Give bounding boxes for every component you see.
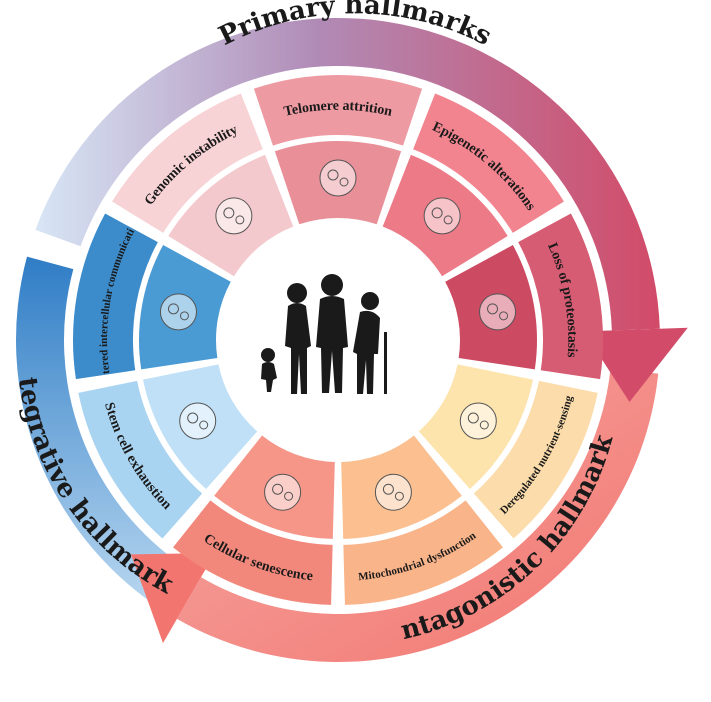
dna-icon: [215, 197, 253, 235]
cell-communication-icon: [159, 293, 197, 331]
segment-label-band-4: [343, 500, 503, 605]
segment-label-0: Telomere attrition: [283, 99, 394, 120]
segment-label-band-3: [473, 380, 598, 539]
protein-icon: [479, 293, 517, 331]
arc-band-antagonistic: [177, 368, 659, 662]
arc-band-primary: [35, 17, 660, 331]
segment-label-band-5: [173, 500, 333, 605]
human-aging-silhouettes-icon: [261, 274, 387, 394]
arrow-head-antagonistic: [130, 553, 215, 644]
stem-cell-icon: [179, 402, 217, 440]
nucleosome-icon: [423, 197, 461, 235]
arc-band-integrative: [16, 256, 185, 607]
senescent-cell-icon: [264, 473, 302, 511]
segment-label-band-2: [518, 213, 604, 380]
arrow-head-primary: [583, 327, 688, 402]
segment-label-band-0: [253, 74, 423, 146]
segment-label-band-6: [78, 380, 203, 539]
nutrient-icon: [459, 402, 497, 440]
chromosome-icon: [319, 159, 357, 197]
segment-label-band-8: [112, 93, 263, 233]
mitochondria-icon: [374, 473, 412, 511]
segment-label-band-1: [413, 93, 564, 233]
segment-label-band-7: [72, 213, 158, 380]
